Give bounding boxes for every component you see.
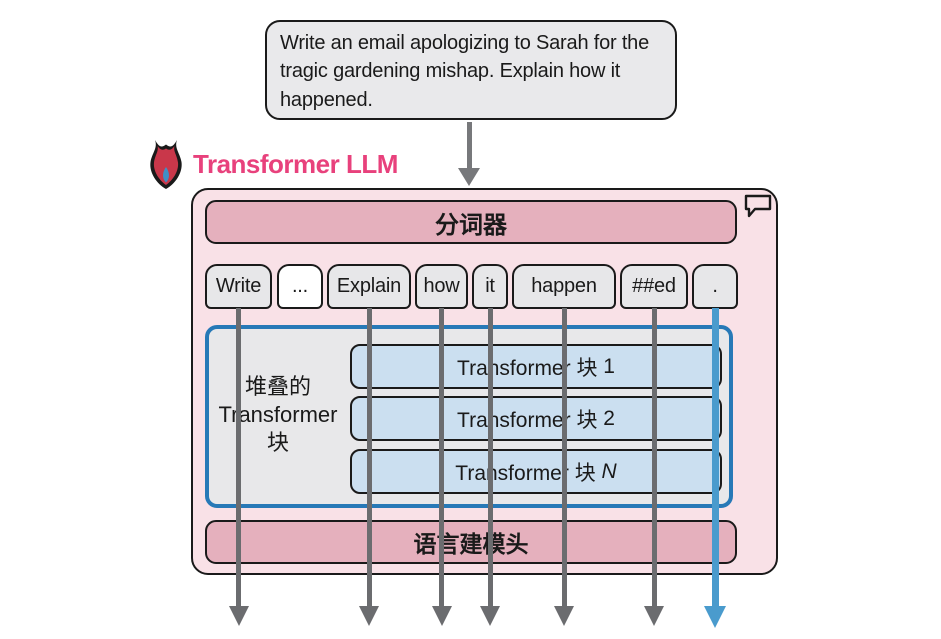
token-how: how xyxy=(415,264,468,309)
speech-bubble-icon xyxy=(744,194,772,218)
token-write: Write xyxy=(205,264,272,309)
prompt-arrow-line xyxy=(467,122,472,170)
token-explain: Explain xyxy=(327,264,411,309)
transformer-block-1: Transformer 块 1 xyxy=(350,344,722,389)
prompt-arrow-head-icon xyxy=(458,168,480,186)
token-flow-line xyxy=(439,308,444,608)
flow-arrow-head-icon xyxy=(228,606,249,626)
lm-head-bar: 语言建模头 xyxy=(205,520,737,564)
highlighted-flow-arrow-head-icon xyxy=(704,606,726,628)
flow-arrow-head-icon xyxy=(359,606,379,626)
flow-arrow-head-icon xyxy=(431,606,452,626)
stacked-blocks-label: 堆叠的 Transformer 块 xyxy=(209,373,347,457)
flame-icon xyxy=(150,139,182,189)
token-it: it xyxy=(472,264,508,309)
stack-label-line: 块 xyxy=(266,430,289,456)
transformer-block-n: Transformer 块 N xyxy=(350,449,722,494)
highlighted-token-flow-line xyxy=(711,308,719,608)
token-ed: ##ed xyxy=(620,264,688,309)
tokenizer-bar: 分词器 xyxy=(205,200,737,244)
transformer-block-2: Transformer 块 2 xyxy=(350,396,722,441)
token-happen: happen xyxy=(512,264,616,309)
llm-header: Transformer LLM xyxy=(146,138,398,190)
token-flow-line xyxy=(487,308,493,608)
token-flow-line xyxy=(561,308,567,608)
stack-label-line: 堆叠的 xyxy=(244,374,311,399)
llm-title: Transformer LLM xyxy=(193,148,398,179)
flow-arrow-head-icon xyxy=(480,606,500,626)
flow-arrow-head-icon xyxy=(644,606,664,626)
prompt-bubble: Write an email apologizing to Sarah for … xyxy=(265,20,677,120)
token-flow-line xyxy=(651,308,657,608)
stack-label-line: Transformer xyxy=(218,402,338,428)
token-flow-line xyxy=(366,308,372,608)
token-period: . xyxy=(692,264,738,309)
token-ellipsis: ... xyxy=(277,264,323,309)
flow-arrow-head-icon xyxy=(554,606,574,626)
token-flow-line xyxy=(236,308,241,608)
